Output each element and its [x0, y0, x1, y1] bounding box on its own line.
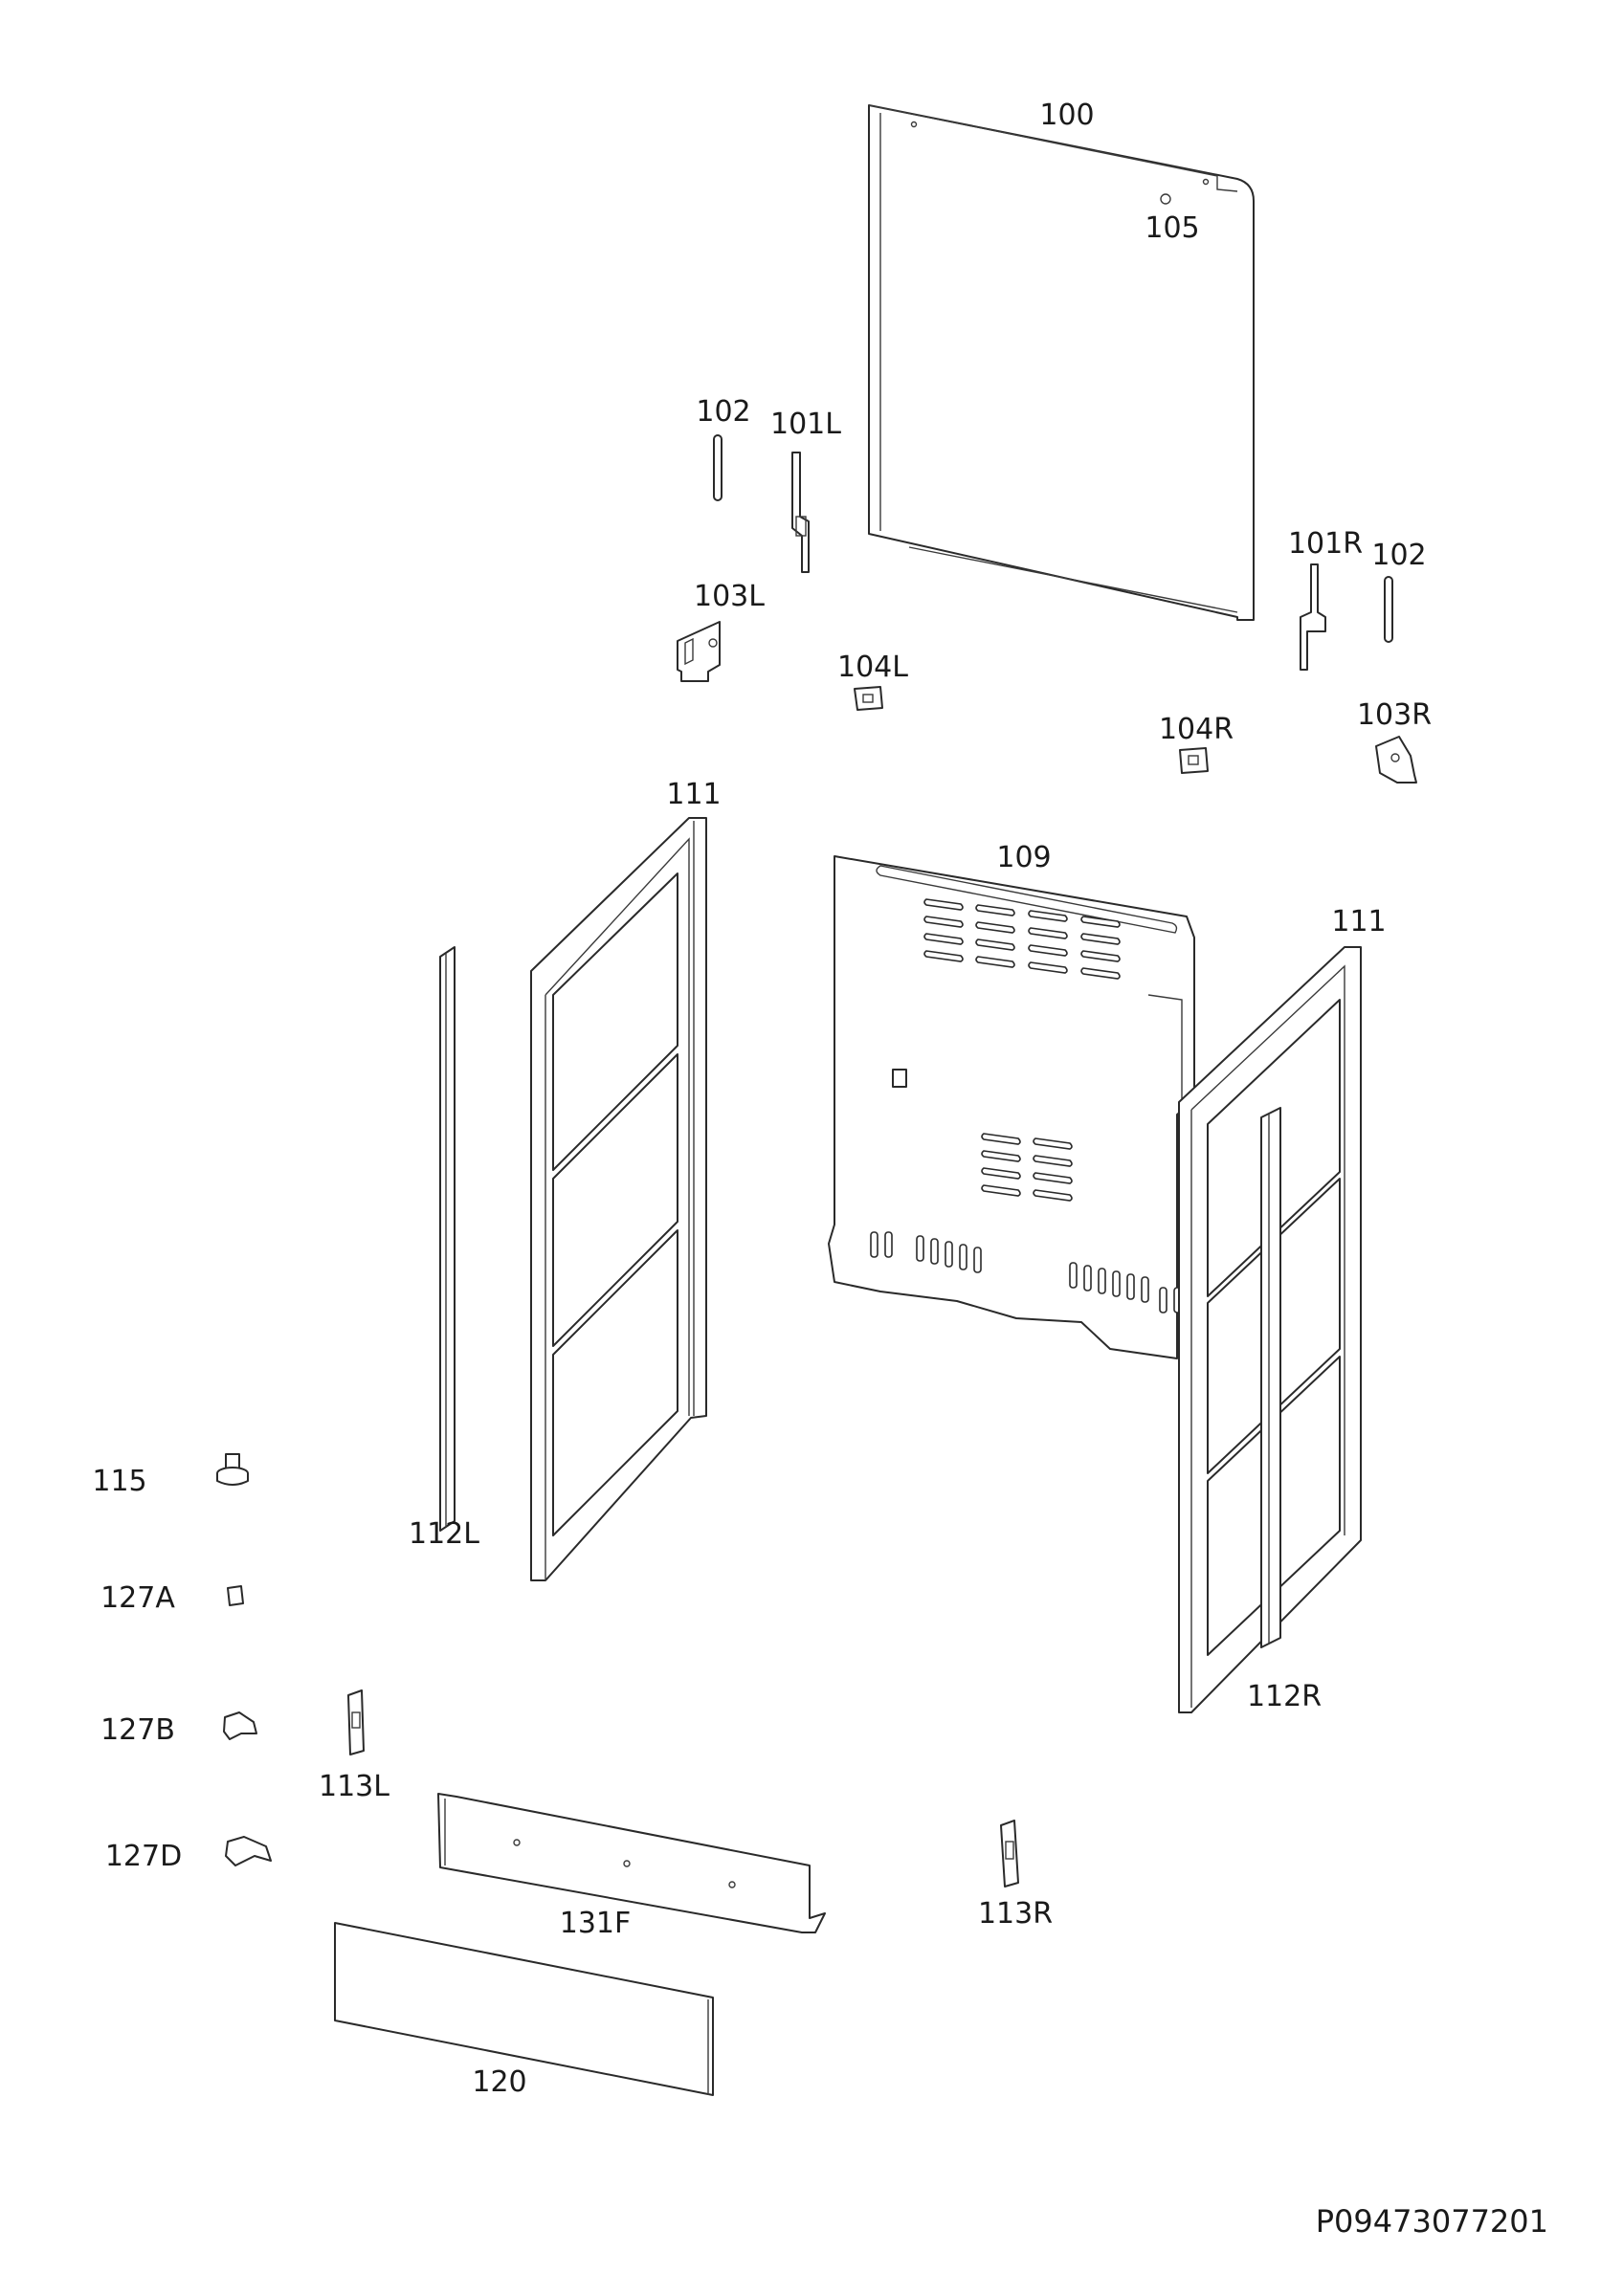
label-112L: 112L	[409, 1517, 479, 1551]
part-131F-plinth	[437, 1793, 826, 1933]
label-113L: 113L	[319, 1770, 389, 1803]
label-131F: 131F	[560, 1907, 632, 1940]
part-101L-hinge	[791, 452, 810, 573]
part-109-rear-panel	[828, 855, 1195, 1359]
part-115-foot	[216, 1453, 249, 1486]
label-113R: 113R	[978, 1897, 1053, 1931]
label-111-right: 111	[1331, 905, 1386, 938]
label-115: 115	[92, 1465, 146, 1498]
part-112R-rail	[1260, 1107, 1281, 1648]
part-109-vent-slots	[870, 898, 1182, 1314]
part-120-kick-panel	[334, 1922, 714, 2096]
label-104R: 104R	[1159, 713, 1234, 746]
label-102-right: 102	[1371, 539, 1426, 572]
part-101R-hinge	[1300, 563, 1326, 671]
label-109: 109	[996, 841, 1051, 874]
part-113R-latch	[1000, 1820, 1019, 1888]
part-104R-clip	[1179, 747, 1209, 774]
label-103R: 103R	[1357, 698, 1432, 732]
label-112R: 112R	[1247, 1680, 1322, 1713]
label-120: 120	[472, 2065, 526, 2099]
part-113L-latch	[347, 1689, 365, 1755]
part-102-left-pin	[713, 434, 723, 501]
part-103L-bracket	[677, 621, 721, 682]
part-102-right-pin	[1384, 576, 1393, 643]
label-101R: 101R	[1288, 527, 1363, 561]
label-111-left: 111	[666, 778, 721, 811]
part-112L-rail	[439, 946, 456, 1532]
label-104L: 104L	[837, 651, 908, 684]
label-105: 105	[1145, 211, 1199, 245]
part-111-left-side-frame	[530, 817, 707, 1581]
label-127D: 127D	[105, 1840, 182, 1873]
part-127B-clip	[223, 1711, 257, 1740]
label-100: 100	[1039, 99, 1094, 132]
label-127B: 127B	[100, 1713, 175, 1747]
part-103R-bracket	[1375, 736, 1417, 784]
label-127A: 127A	[100, 1581, 175, 1615]
part-127D-clip	[225, 1836, 272, 1866]
part-104L-clip	[854, 686, 883, 711]
label-102-left: 102	[696, 395, 750, 429]
label-101L: 101L	[770, 408, 841, 441]
part-100-panel	[868, 104, 1255, 621]
part-127A-block	[227, 1585, 244, 1606]
label-103L: 103L	[694, 580, 765, 613]
drawing-number: P09473077201	[1316, 2203, 1548, 2240]
